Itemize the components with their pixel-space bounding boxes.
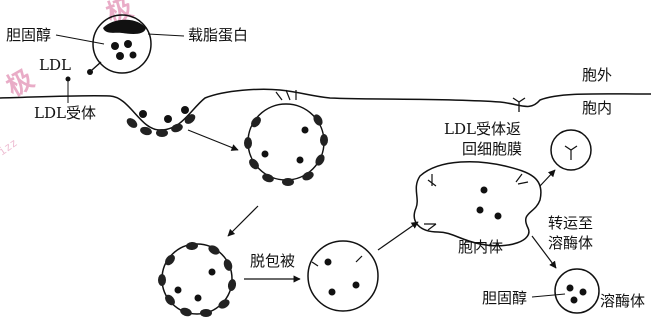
- lysosome: [555, 269, 599, 313]
- label-transport-1: 转运至: [548, 214, 593, 232]
- label-cholesterol-top: 胆固醇: [6, 26, 51, 44]
- watermark-small: izz: [0, 136, 20, 158]
- label-endosome: 胞内体: [458, 238, 503, 256]
- receptor-recycling-vesicle: [551, 130, 591, 170]
- uncoated-vesicle: [308, 241, 378, 311]
- label-uncoating: 脱包被: [250, 252, 295, 270]
- label-receptor-return-1: LDL受体返: [444, 120, 521, 138]
- coated-pit: [125, 106, 197, 137]
- arrow-to-endosome: [378, 222, 418, 250]
- arrow-to-recycling: [540, 170, 555, 186]
- label-apolipoprotein: 载脂蛋白: [188, 26, 248, 44]
- coated-vesicle: [158, 241, 237, 317]
- endosome: [414, 162, 541, 246]
- arrow-pit-to-vesicle: [188, 130, 238, 150]
- budding-vesicle: [244, 90, 328, 186]
- label-cholesterol-bottom: 胆固醇: [482, 289, 527, 307]
- label-lysosome: 溶酶体: [600, 292, 645, 310]
- arrow-vesicle-to-coated: [228, 206, 258, 236]
- label-ldl-receptor: LDL受体: [34, 104, 96, 122]
- label-inside-cell: 胞内: [582, 99, 612, 117]
- label-ldl: LDL: [39, 56, 71, 74]
- ldl-particle: [87, 15, 151, 75]
- plasma-membrane: [0, 89, 651, 130]
- label-outside-cell: 胞外: [582, 66, 612, 84]
- label-transport-2: 溶酶体: [548, 234, 593, 252]
- label-receptor-return-2: 回细胞膜: [462, 140, 522, 158]
